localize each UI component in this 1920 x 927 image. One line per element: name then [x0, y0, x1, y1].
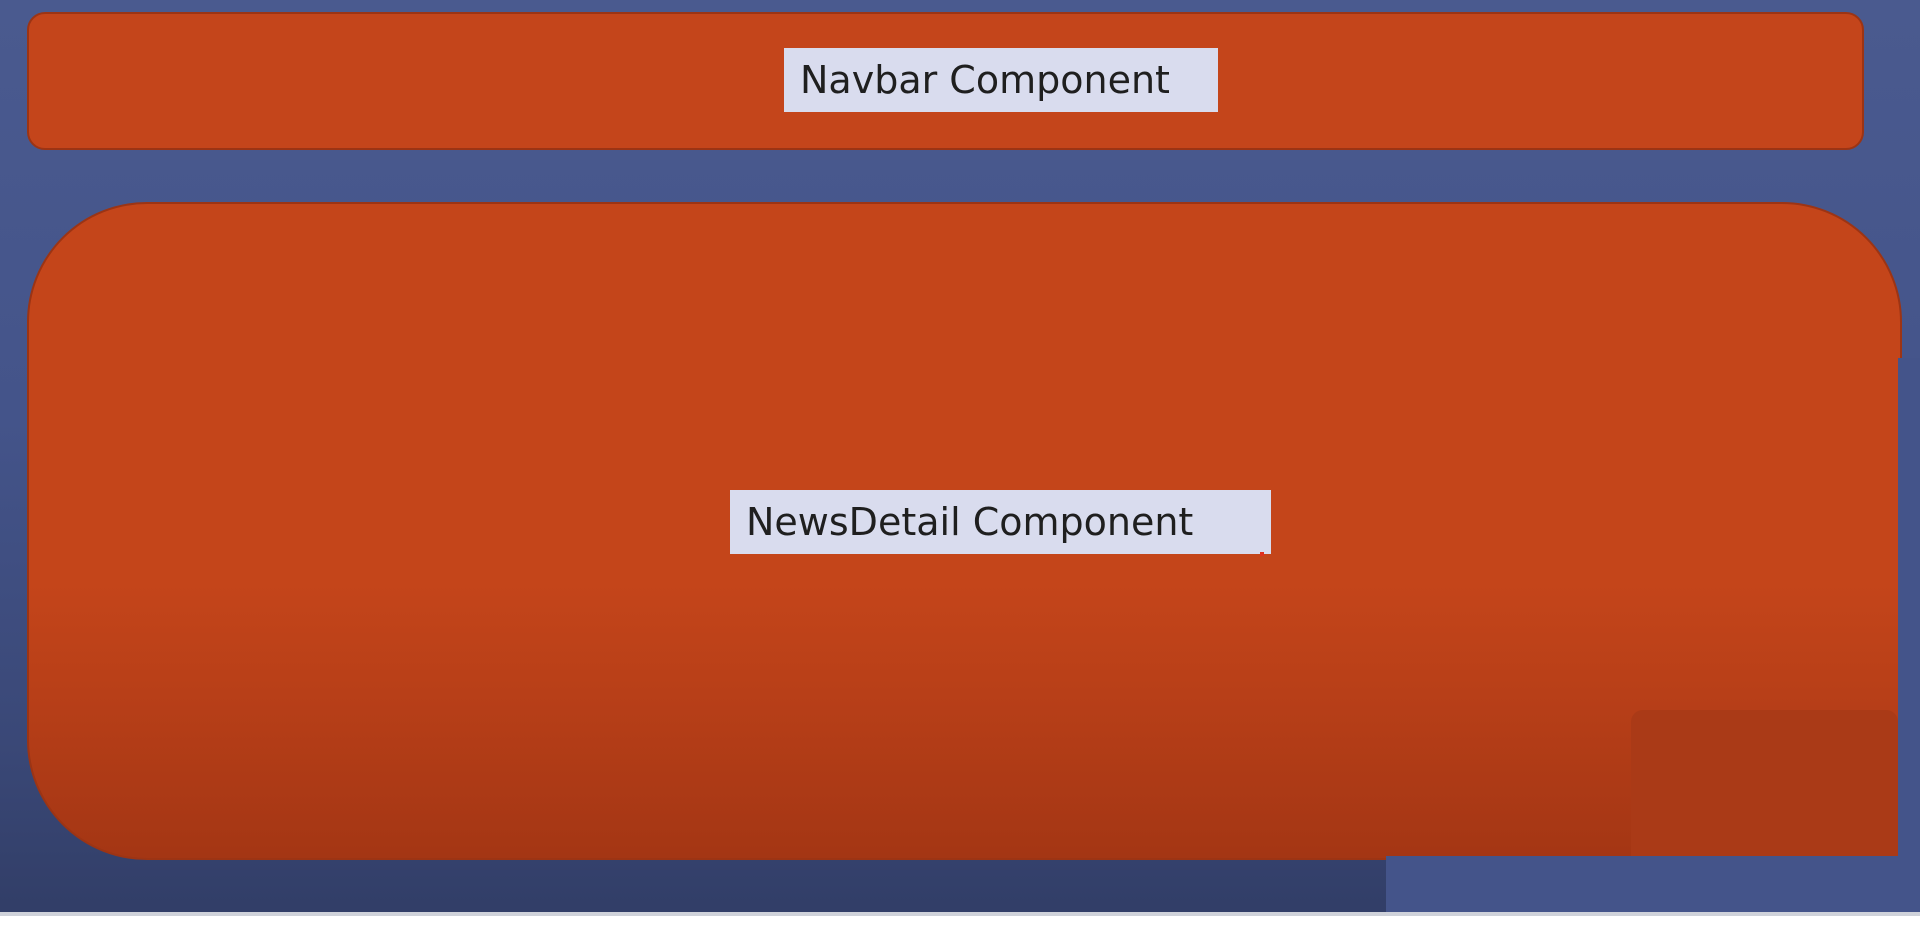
navbar-component-label: Navbar Component — [784, 48, 1218, 112]
newsdetail-component-text: NewsDetail Component — [746, 500, 1194, 544]
navbar-component-text: Navbar Component — [800, 58, 1170, 102]
bottom-edge-strip — [0, 912, 1920, 927]
edge-overlay-strip — [1898, 358, 1920, 858]
overlay-panel — [1631, 710, 1898, 860]
text-cursor-marker — [1260, 552, 1264, 556]
overlay-bar — [1386, 856, 1920, 920]
newsdetail-component-label: NewsDetail Component — [730, 490, 1271, 554]
